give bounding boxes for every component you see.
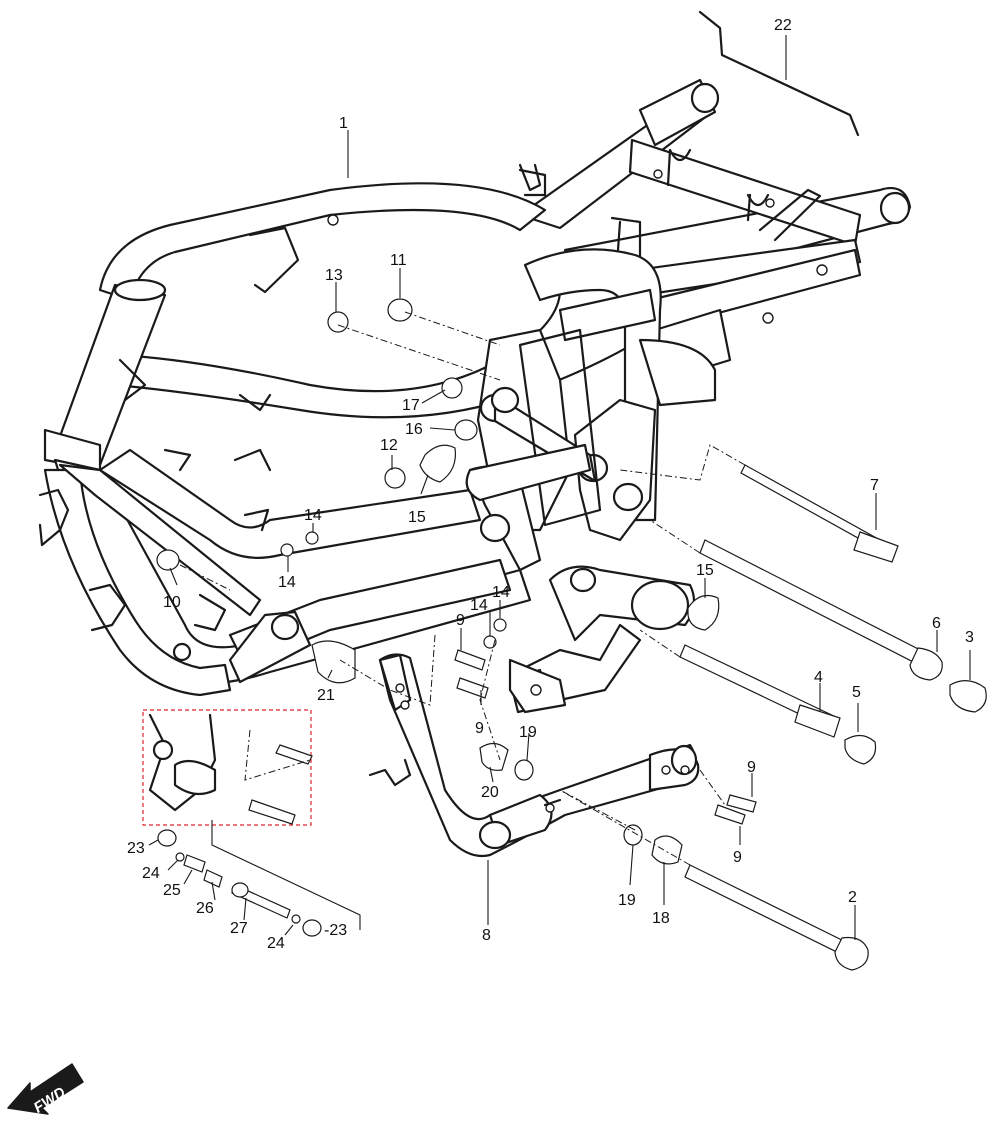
washer-part-23-b — [302, 919, 322, 937]
collar-part-20 — [479, 742, 509, 771]
callout-26: 26 — [196, 900, 214, 917]
washer-part-19-b — [623, 824, 643, 846]
callout-13: 13 — [325, 267, 343, 284]
callout-5: 5 — [852, 684, 861, 701]
fwd-arrow-icon — [7, 1063, 84, 1115]
callout-16: 16 — [405, 421, 423, 438]
callout-15-a: 15 — [408, 509, 426, 526]
nut-part-11 — [387, 298, 413, 322]
callout-3: 3 — [965, 629, 974, 646]
collar-part-16 — [454, 419, 478, 441]
nut-part-10 — [156, 549, 180, 571]
callout-14-d: 14 — [492, 584, 510, 601]
fwd-arrow: FWD — [7, 1063, 84, 1117]
bolt-part-9-c — [726, 794, 757, 813]
bolt-part-7 — [740, 464, 899, 563]
callout-19-a: 19 — [519, 724, 537, 741]
callout-9-c: 9 — [747, 759, 756, 776]
callout-9-d: 9 — [733, 849, 742, 866]
nut-part-12 — [384, 467, 406, 489]
callout-8: 8 — [482, 927, 491, 944]
bolt-part-9-d — [714, 804, 746, 825]
callout-23-a: 23 — [127, 840, 145, 857]
callout-11: 11 — [390, 252, 407, 269]
nut-part-14-a — [305, 531, 319, 545]
bolt-part-2 — [684, 864, 869, 971]
damper-part-15-left — [419, 444, 457, 483]
callout-10: 10 — [163, 594, 181, 611]
damper-part-15-right — [687, 595, 720, 631]
washer-part-19-a — [514, 759, 534, 781]
callout-15-b: 15 — [696, 562, 714, 579]
nut-part-5 — [844, 734, 877, 765]
callout-6: 6 — [932, 615, 941, 632]
callout-7: 7 — [870, 477, 879, 494]
callout-14-a: 14 — [304, 507, 322, 524]
callout-20: 20 — [481, 784, 499, 801]
callouts: 1 2 3 4 5 6 7 8 9 9 9 9 10 11 12 13 14 1… — [127, 17, 974, 952]
callout-2: 2 — [848, 889, 857, 906]
callout-18: 18 — [652, 910, 670, 927]
callout-24-a: 24 — [142, 865, 160, 882]
collar-part-18 — [651, 835, 683, 865]
spacer-part-21 — [311, 640, 356, 684]
callout-9-a: 9 — [456, 612, 465, 629]
callout-14-c: 14 — [470, 597, 488, 614]
callout-1: 1 — [339, 115, 348, 132]
nut-part-3 — [949, 680, 987, 713]
nut-part-13 — [327, 311, 349, 333]
stud-part-6 — [699, 539, 943, 681]
inset-pivot-detail — [142, 709, 361, 937]
nut-part-14-b — [280, 543, 294, 557]
washer-part-24-b — [291, 914, 301, 924]
sleeve-part-25 — [183, 854, 206, 873]
callout-19-b: 19 — [618, 892, 636, 909]
callout-27: 27 — [230, 920, 248, 937]
callout-9-b: 9 — [475, 720, 484, 737]
callout-21: 21 — [317, 687, 335, 704]
fasteners — [156, 10, 987, 971]
washer-part-23-a — [157, 829, 177, 847]
washer-part-24-a — [175, 852, 185, 862]
callout-22: 22 — [774, 17, 792, 34]
rear-subframe — [518, 78, 912, 382]
bearing-part-26 — [203, 869, 223, 888]
stud-part-4 — [679, 644, 841, 738]
callout-17: 17 — [402, 397, 420, 414]
callout-12: 12 — [380, 437, 398, 454]
alignment-lines — [179, 311, 746, 866]
right-lug-bracket — [508, 658, 567, 714]
callout-14-b: 14 — [278, 574, 296, 591]
callout-25: 25 — [163, 882, 181, 899]
bolt-part-9-b — [456, 677, 489, 699]
nut-part-14-c — [493, 618, 507, 632]
inset-border — [142, 709, 312, 826]
engine-mount-tubes — [465, 386, 592, 502]
bolt-part-9-a — [454, 649, 486, 671]
callout-4: 4 — [814, 669, 823, 686]
main-frame — [38, 182, 717, 714]
nut-part-17 — [441, 377, 463, 399]
engine-hanger-part-8 — [368, 653, 700, 858]
rod-part-22 — [698, 10, 860, 137]
callout-24-b: 24 — [267, 935, 285, 952]
leader-lines — [148, 35, 971, 940]
callout-23-b: -23 — [324, 922, 347, 939]
